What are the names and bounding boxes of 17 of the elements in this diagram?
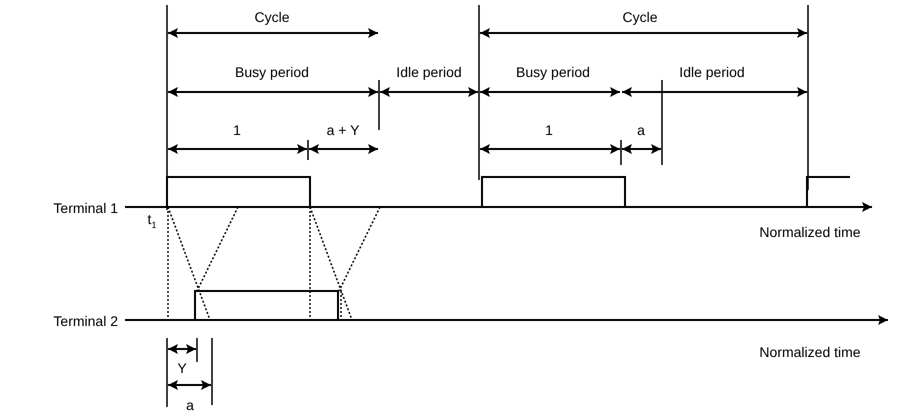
dimension-label: Idle period (679, 64, 745, 80)
row-label: Terminal 2 (53, 313, 118, 329)
dimension-label: Idle period (396, 64, 462, 80)
axis-label: Normalized time (759, 344, 861, 360)
dimension-label: 1 (545, 122, 553, 138)
dimension-label: Y (177, 360, 187, 376)
dimension-label: a + Y (326, 122, 360, 138)
dimension-label: a (186, 397, 194, 413)
dimension-label: t$_{1}$ (148, 211, 156, 232)
dimension-label: Busy period (516, 64, 590, 80)
dimension-label: Cycle (622, 9, 658, 25)
dimension-label: 1 (233, 122, 241, 138)
axis-label: Normalized time (759, 224, 861, 240)
row-label: Terminal 1 (53, 200, 118, 216)
dimension-label: Busy period (235, 64, 309, 80)
dimension-label: a (637, 122, 645, 138)
dimension-label: Cycle (254, 9, 290, 25)
